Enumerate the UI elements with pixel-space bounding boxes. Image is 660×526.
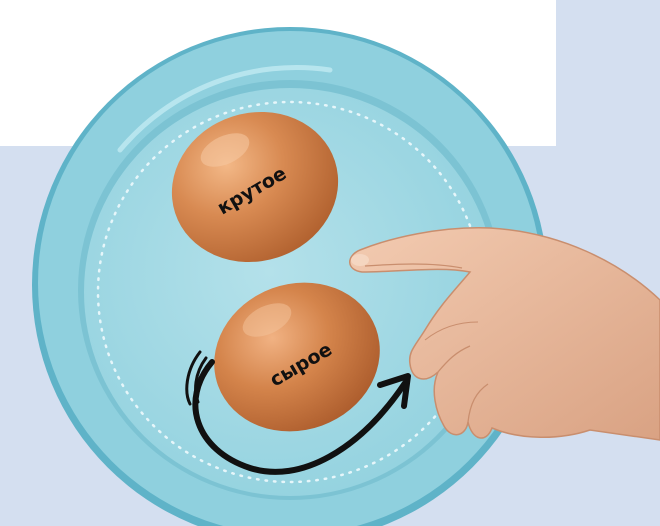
egg-spin-scene: крутое сырое bbox=[0, 0, 660, 526]
